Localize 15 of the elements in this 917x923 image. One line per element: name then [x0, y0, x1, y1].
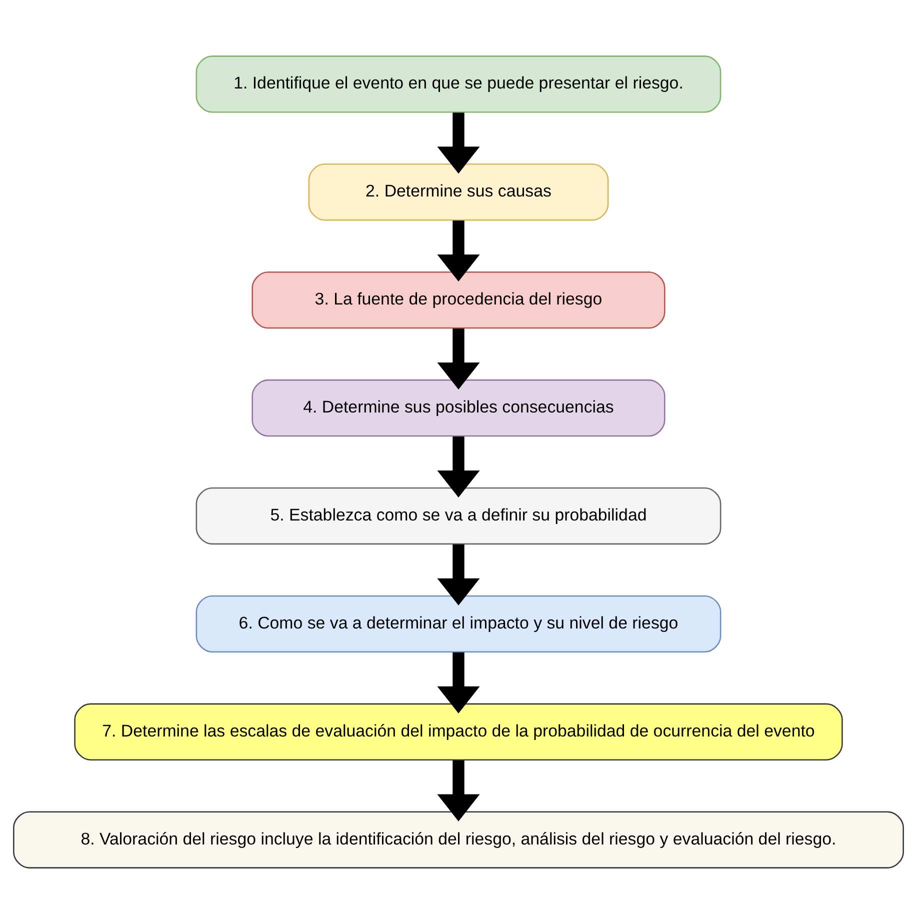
- node-box: 3. La fuente de procedencia del riesgo: [252, 270, 666, 328]
- arrow: [437, 112, 480, 174]
- node-box: 1. Identifique el evento en que se puede presentar el riesgo.: [196, 55, 722, 112]
- node-box: 2. Determine sus causas: [308, 163, 609, 220]
- arrow: [437, 544, 480, 605]
- arrow: [437, 220, 480, 282]
- arrow: [437, 760, 480, 821]
- arrow: [437, 652, 480, 713]
- node-box: 8. Valoración del riesgo incluye la identificación del riesgo, análisis del riesgo y evaluación del riesgo.: [13, 810, 904, 868]
- arrow: [437, 436, 480, 497]
- node-box: 5. Establezca como se va a definir su probabilidad: [196, 486, 722, 544]
- node-box: 4. Determine sus posibles consecuencias: [252, 378, 666, 436]
- node-box: 7. Determine las escalas de evaluación del impacto de la probabilidad de ocurrencia del evento: [74, 702, 843, 760]
- arrow: [437, 328, 480, 389]
- node-box: 6. Como se va a determinar el impacto y su nivel de riesgo: [196, 594, 722, 652]
